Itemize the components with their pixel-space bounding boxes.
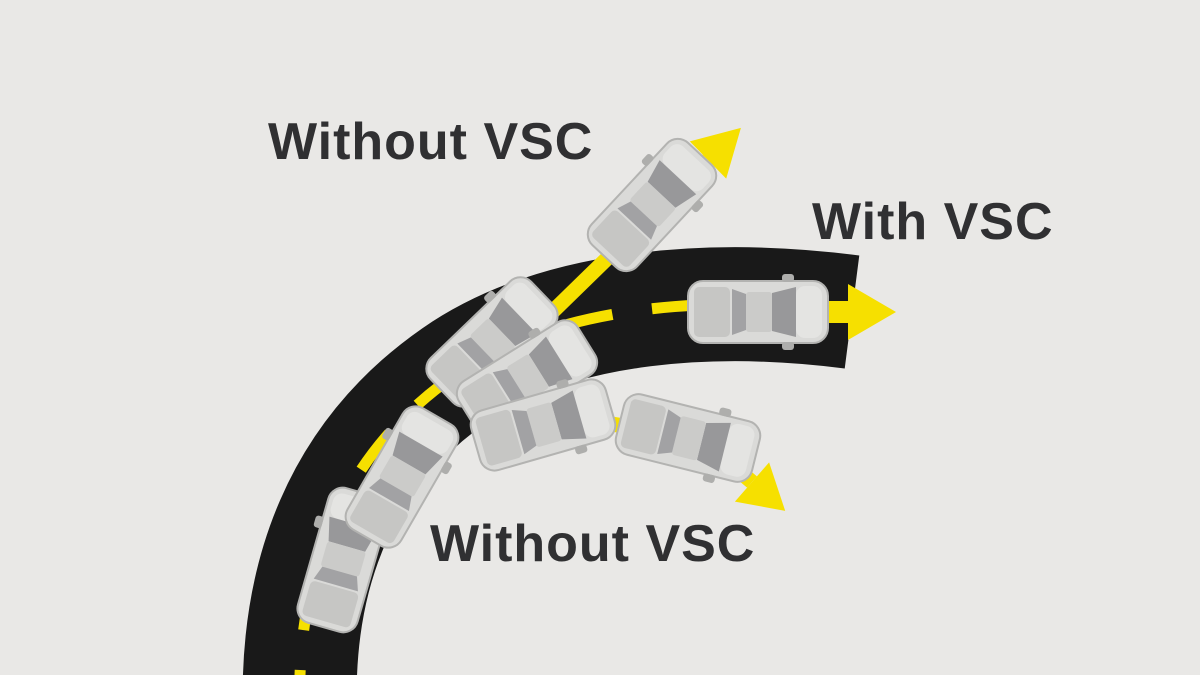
label-with-vsc: With VSC [812,193,1054,251]
car-with-vsc-icon [687,273,829,351]
trajectory-arrow-top-head [689,127,741,179]
label-without-vsc-top: Without VSC [268,113,594,171]
label-without-vsc-bottom: Without VSC [430,515,756,573]
vsc-arrow-head [848,284,896,340]
trajectory-arrow-bottom-head [734,462,786,511]
car-oversteer-offroad-icon [609,383,767,493]
